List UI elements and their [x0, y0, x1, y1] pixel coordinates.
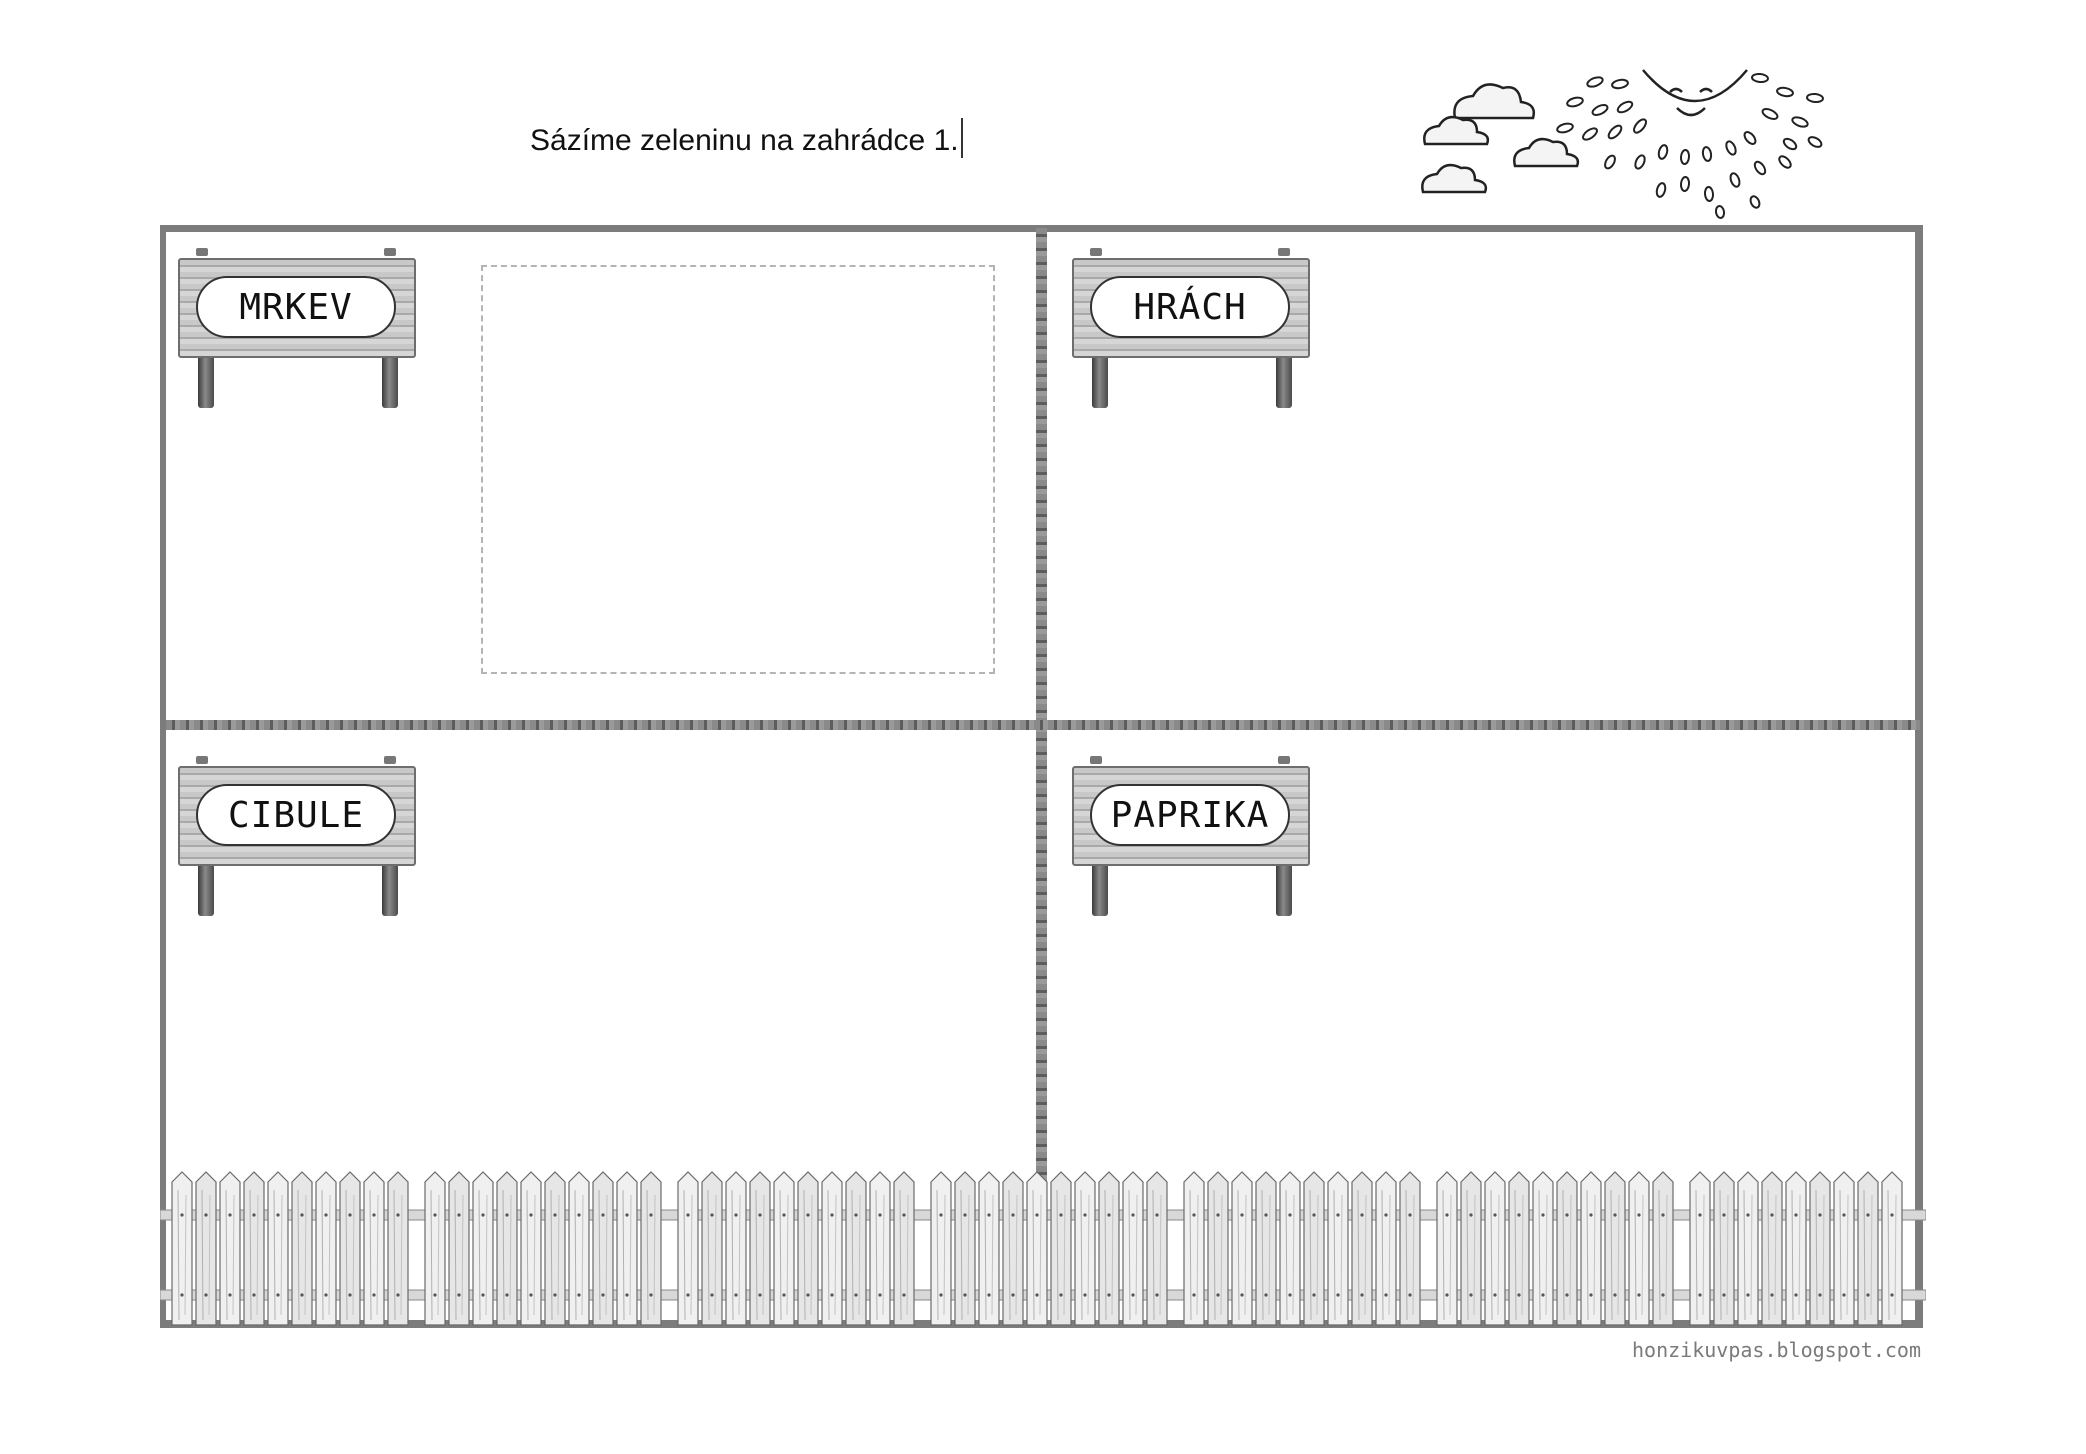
page-title: Sázíme zeleninu na zahrádce 1. — [530, 118, 963, 158]
sign-post — [1276, 856, 1292, 916]
sign-nail — [1278, 756, 1290, 764]
sign-nail — [384, 248, 396, 256]
sign-post — [1092, 856, 1108, 916]
sign-post — [382, 348, 398, 408]
sign-nail — [1278, 248, 1290, 256]
sign-post — [1092, 348, 1108, 408]
sign-post — [198, 348, 214, 408]
sign-nail — [196, 756, 208, 764]
fence-icon — [160, 1171, 1926, 1326]
sign-post — [1276, 348, 1292, 408]
sun-icon — [1421, 69, 1824, 219]
sign-nail — [1090, 248, 1102, 256]
credit-text: honzikuvpas.blogspot.com — [1632, 1338, 1921, 1362]
sign-nail — [196, 248, 208, 256]
text-caret — [960, 118, 963, 158]
dashed-planting-area — [481, 265, 995, 674]
sign-paprika: PAPRIKA — [1072, 756, 1312, 916]
sign-label: MRKEV — [196, 276, 396, 338]
garden-divider-vertical — [1036, 228, 1047, 1188]
sign-nail — [1090, 756, 1102, 764]
sign-cibule: CIBULE — [178, 756, 418, 916]
garden-divider-horizontal — [166, 720, 1920, 730]
sign-post — [198, 856, 214, 916]
sign-label: HRÁCH — [1090, 276, 1290, 338]
sign-label: CIBULE — [196, 784, 396, 846]
sign-nail — [384, 756, 396, 764]
sign-label: PAPRIKA — [1090, 784, 1290, 846]
sign-post — [382, 856, 398, 916]
sign-hrach: HRÁCH — [1072, 248, 1312, 408]
title-text: Sázíme zeleninu na zahrádce 1. — [530, 124, 959, 157]
sign-mrkev: MRKEV — [178, 248, 418, 408]
